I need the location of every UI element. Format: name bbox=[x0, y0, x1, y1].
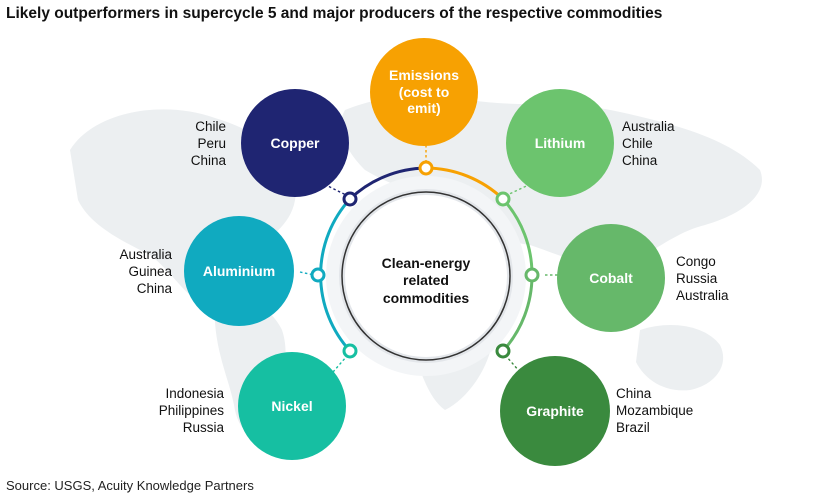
producer-item: Peru bbox=[197, 136, 226, 151]
bubble-lithium: Lithium bbox=[506, 89, 614, 197]
producers-aluminium: Australia Guinea China bbox=[100, 246, 172, 297]
producer-item: Brazil bbox=[616, 420, 650, 435]
bubble-aluminium: Aluminium bbox=[184, 216, 294, 326]
bubble-label-nickel: Nickel bbox=[271, 397, 313, 414]
arc-copper-emissions bbox=[348, 166, 427, 201]
bubble-copper: Copper bbox=[241, 89, 349, 197]
producers-nickel: Indonesia Philippines Russia bbox=[140, 385, 224, 436]
bubble-label-copper: Copper bbox=[270, 134, 320, 151]
producer-item: Indonesia bbox=[165, 386, 224, 401]
leader-graphite bbox=[505, 355, 521, 373]
source-note: Source: USGS, Acuity Knowledge Partners bbox=[6, 478, 254, 493]
dot-nickel bbox=[342, 343, 358, 359]
producer-item: Congo bbox=[676, 254, 716, 269]
producer-item: Chile bbox=[622, 136, 653, 151]
bubble-label-lithium: Lithium bbox=[534, 134, 586, 151]
bubble-label-emissions: Emissions (cost to emit) bbox=[388, 66, 460, 117]
bubble-label-aluminium: Aluminium bbox=[202, 262, 276, 279]
center-label-line1: Clean-energy bbox=[381, 254, 471, 271]
dot-lithium bbox=[495, 191, 511, 207]
producers-graphite: China Mozambique Brazil bbox=[616, 385, 693, 436]
producers-cobalt: Congo Russia Australia bbox=[676, 253, 729, 304]
bubble-graphite: Graphite bbox=[500, 356, 610, 466]
center-label: Clean-energy related commodities bbox=[342, 218, 510, 344]
producer-item: Russia bbox=[676, 271, 718, 286]
bubble-label-graphite: Graphite bbox=[526, 402, 584, 419]
bubble-emissions: Emissions (cost to emit) bbox=[370, 38, 478, 146]
producer-item: Mozambique bbox=[616, 403, 694, 418]
producer-item: China bbox=[622, 153, 658, 168]
producer-item: Russia bbox=[182, 420, 224, 435]
producer-item: Australia bbox=[119, 247, 172, 262]
bubble-label-cobalt: Cobalt bbox=[589, 269, 633, 286]
arc-lithium-cobalt bbox=[501, 197, 534, 276]
center-label-line3: commodities bbox=[382, 289, 470, 306]
bubble-nickel: Nickel bbox=[238, 352, 346, 460]
center-ring bbox=[341, 191, 511, 361]
dot-copper bbox=[342, 191, 358, 207]
producer-item: Guinea bbox=[128, 264, 172, 279]
producer-item: Australia bbox=[622, 119, 675, 134]
producer-item: China bbox=[190, 153, 226, 168]
arc-cobalt-graphite bbox=[501, 274, 534, 353]
dot-emissions bbox=[418, 160, 434, 176]
dot-aluminium bbox=[310, 267, 326, 283]
chart-title: Likely outperformers in supercycle 5 and… bbox=[6, 5, 663, 22]
producers-copper: Chile Peru China bbox=[170, 118, 226, 169]
producer-item: Australia bbox=[676, 288, 729, 303]
producer-item: Chile bbox=[195, 119, 226, 134]
arc-emissions-lithium bbox=[425, 166, 505, 201]
producers-lithium: Australia Chile China bbox=[622, 118, 675, 169]
producer-item: China bbox=[136, 281, 172, 296]
producer-item: China bbox=[616, 386, 652, 401]
center-label-line2: related bbox=[403, 272, 449, 289]
producer-item: Philippines bbox=[158, 403, 224, 418]
dot-cobalt bbox=[524, 267, 540, 283]
dot-graphite bbox=[495, 343, 511, 359]
bubble-cobalt: Cobalt bbox=[557, 224, 665, 332]
leader-nickel bbox=[332, 355, 348, 373]
